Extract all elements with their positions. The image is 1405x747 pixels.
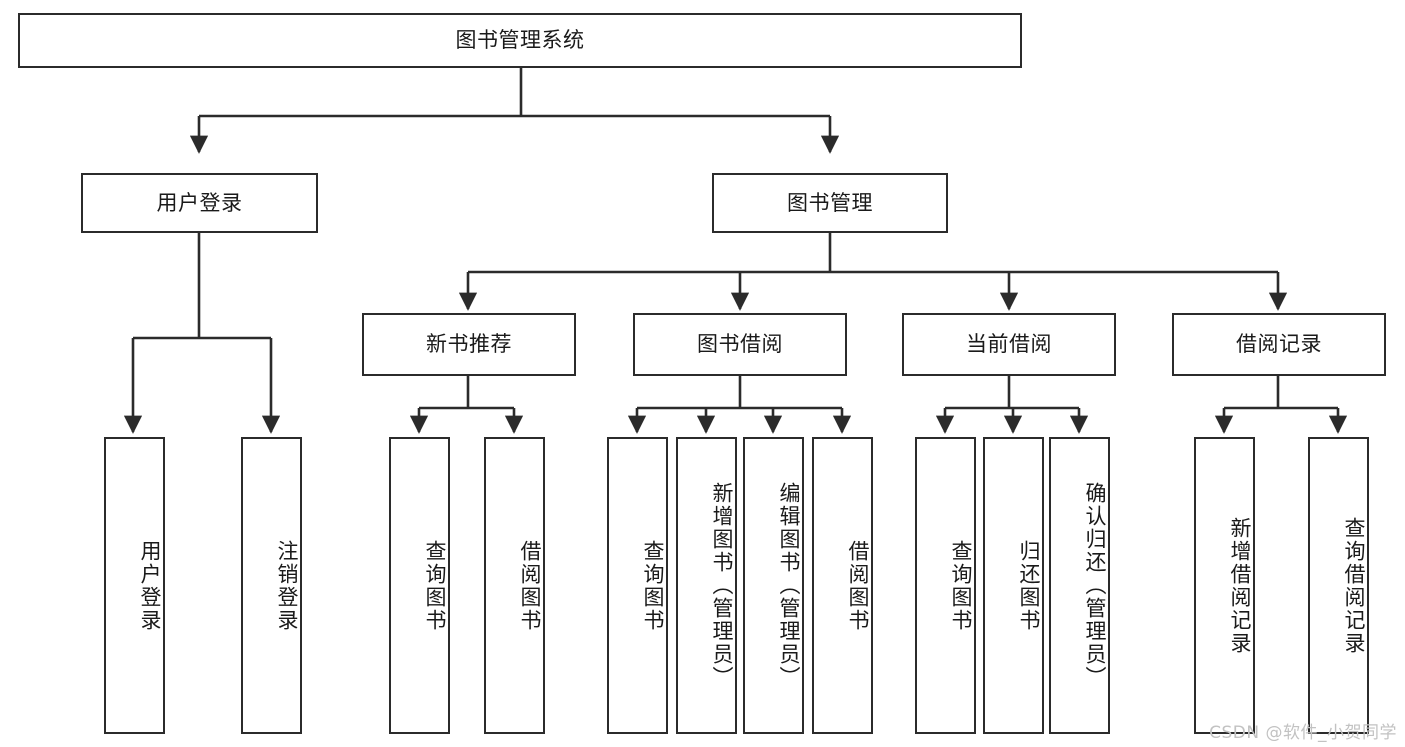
- csdn-watermark: CSDN @软件_小贺同学: [1209, 723, 1397, 743]
- node-root[interactable]: 图书管理系统: [18, 13, 1022, 68]
- node-leaf-user-login[interactable]: 用户登录: [104, 437, 165, 734]
- node-new-book-rec-label: 新书推荐: [426, 332, 512, 357]
- node-leaf-return-book[interactable]: 归还图书: [983, 437, 1044, 734]
- node-leaf-borrow-book-1-label: 借阅图书: [518, 539, 542, 632]
- node-leaf-edit-book[interactable]: 编辑图书（管理员）: [743, 437, 804, 734]
- node-leaf-add-record[interactable]: 新增借阅记录: [1194, 437, 1255, 734]
- node-leaf-confirm-return[interactable]: 确认归还（管理员）: [1049, 437, 1110, 734]
- node-book-manage[interactable]: 图书管理: [712, 173, 948, 233]
- node-leaf-logout-label: 注销登录: [275, 539, 299, 632]
- node-leaf-add-book[interactable]: 新增图书（管理员）: [676, 437, 737, 734]
- node-book-borrow-label: 图书借阅: [697, 332, 783, 357]
- node-borrow-record-label: 借阅记录: [1236, 332, 1322, 357]
- node-current-borrow-label: 当前借阅: [966, 332, 1052, 357]
- node-leaf-user-login-label: 用户登录: [138, 539, 162, 632]
- node-borrow-record[interactable]: 借阅记录: [1172, 313, 1386, 376]
- node-leaf-query-book-1[interactable]: 查询图书: [389, 437, 450, 734]
- node-leaf-borrow-book-2[interactable]: 借阅图书: [812, 437, 873, 734]
- node-leaf-query-book-3[interactable]: 查询图书: [915, 437, 976, 734]
- node-leaf-query-book-2[interactable]: 查询图书: [607, 437, 668, 734]
- node-new-book-rec[interactable]: 新书推荐: [362, 313, 576, 376]
- node-leaf-query-record-label: 查询借阅记录: [1342, 516, 1366, 655]
- node-leaf-query-record[interactable]: 查询借阅记录: [1308, 437, 1369, 734]
- node-leaf-edit-book-label: 编辑图书（管理员）: [777, 482, 801, 689]
- node-leaf-confirm-return-label: 确认归还（管理员）: [1083, 482, 1107, 689]
- node-current-borrow[interactable]: 当前借阅: [902, 313, 1116, 376]
- node-user-login[interactable]: 用户登录: [81, 173, 318, 233]
- node-user-login-label: 用户登录: [156, 190, 243, 215]
- node-leaf-add-record-label: 新增借阅记录: [1228, 516, 1252, 655]
- node-leaf-borrow-book-1[interactable]: 借阅图书: [484, 437, 545, 734]
- node-leaf-borrow-book-2-label: 借阅图书: [846, 539, 870, 632]
- node-leaf-query-book-1-label: 查询图书: [423, 539, 447, 632]
- node-leaf-add-book-label: 新增图书（管理员）: [710, 482, 734, 689]
- node-book-borrow[interactable]: 图书借阅: [633, 313, 847, 376]
- node-leaf-query-book-2-label: 查询图书: [641, 539, 665, 632]
- node-leaf-return-book-label: 归还图书: [1017, 539, 1041, 632]
- node-leaf-query-book-3-label: 查询图书: [949, 539, 973, 632]
- node-book-manage-label: 图书管理: [787, 190, 873, 215]
- node-leaf-logout[interactable]: 注销登录: [241, 437, 302, 734]
- node-root-label: 图书管理系统: [455, 28, 585, 53]
